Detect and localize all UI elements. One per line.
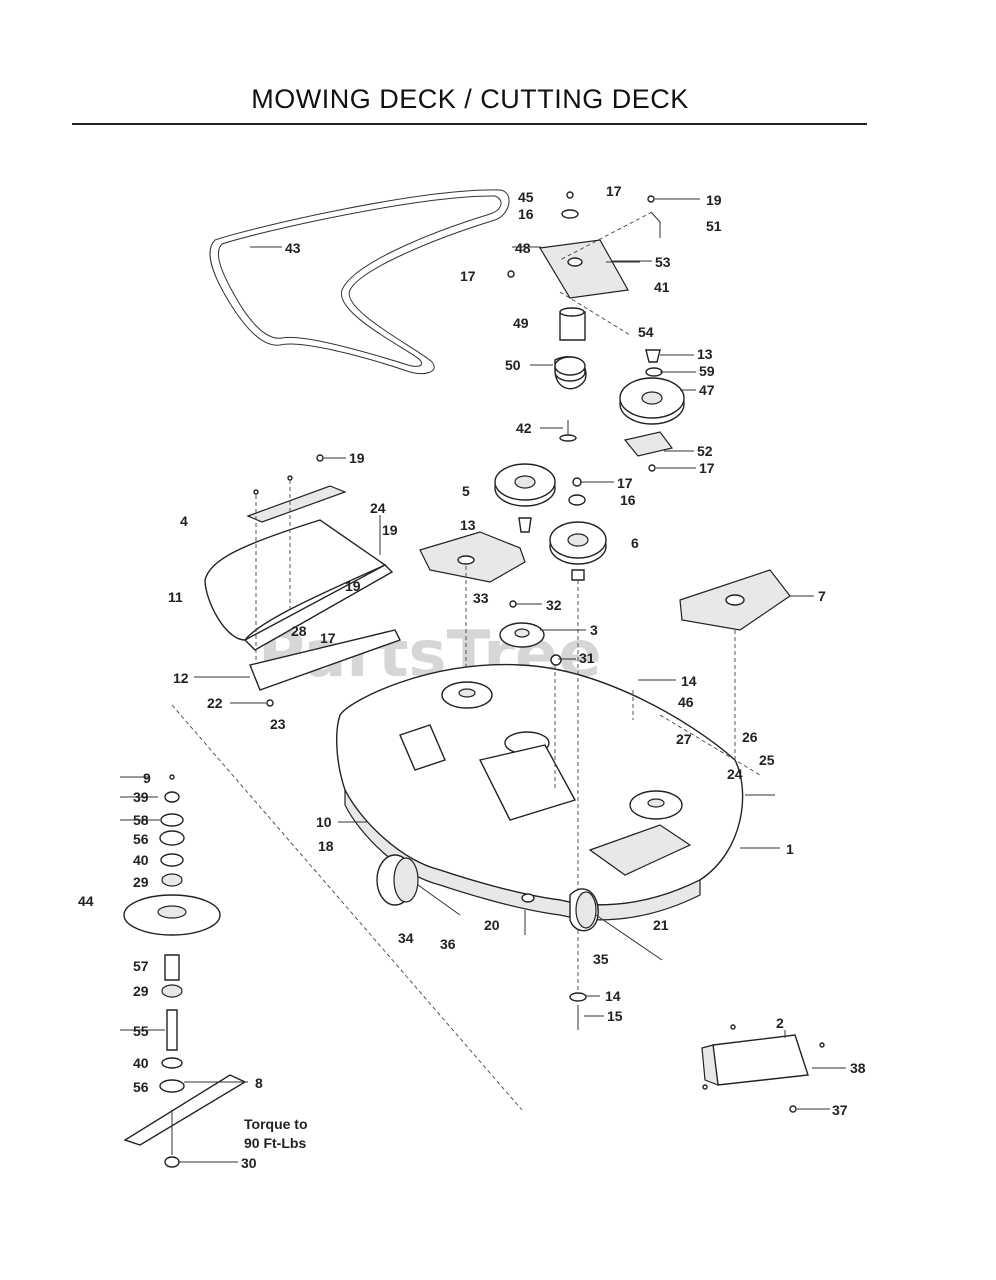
- callout-label: 25: [759, 752, 775, 768]
- callout-label: 1: [786, 841, 794, 857]
- callout-label: 57: [133, 958, 149, 974]
- callout-label: 18: [318, 838, 334, 854]
- callout-label: 59: [699, 363, 715, 379]
- callout-label: 42: [516, 420, 532, 436]
- callout-label: 22: [207, 695, 223, 711]
- callout-label: 19: [349, 450, 365, 466]
- drive-belt-drawing: [209, 189, 510, 375]
- callout-label: 28: [291, 623, 307, 639]
- callout-label: 24: [370, 500, 386, 516]
- callout-label: 43: [285, 240, 301, 256]
- callout-label: 58: [133, 812, 149, 828]
- callout-label: 14: [681, 673, 697, 689]
- callout-label: 14: [605, 988, 621, 1004]
- callout-label: 12: [173, 670, 189, 686]
- callout-label: 29: [133, 874, 149, 890]
- callout-label: 31: [579, 650, 595, 666]
- callout-label: 9: [143, 770, 151, 786]
- callout-label: 48: [515, 240, 531, 256]
- bracket-drawing: [701, 1024, 825, 1113]
- callout-label: 17: [699, 460, 715, 476]
- callout-label: 16: [620, 492, 636, 508]
- idler-assembly-drawing: [507, 191, 685, 472]
- callout-label: 40: [133, 852, 149, 868]
- callout-label: 45: [518, 189, 534, 205]
- callout-label: 37: [832, 1102, 848, 1118]
- callout-label: 10: [316, 814, 332, 830]
- callout-label: 34: [398, 930, 414, 946]
- page-title: MOWING DECK / CUTTING DECK: [251, 84, 689, 114]
- belt-shields-drawing: [204, 454, 791, 760]
- callout-label: 44: [78, 893, 94, 909]
- callout-label: 40: [133, 1055, 149, 1071]
- callout-label: 19: [382, 522, 398, 538]
- callout-label: 56: [133, 1079, 149, 1095]
- pulleys-drawing: [494, 463, 607, 666]
- callout-label: 53: [655, 254, 671, 270]
- callout-label: 13: [460, 517, 476, 533]
- callout-label: 2: [776, 1015, 784, 1031]
- callout-label: 15: [607, 1008, 623, 1024]
- callout-label: 29: [133, 983, 149, 999]
- callout-label: 16: [518, 206, 534, 222]
- callout-label: 49: [513, 315, 529, 331]
- callout-label: 35: [593, 951, 609, 967]
- callout-label: 47: [699, 382, 715, 398]
- callout-label: 13: [697, 346, 713, 362]
- callout-label: 24: [727, 766, 743, 782]
- callout-label: 11: [168, 589, 183, 605]
- callout-label: 7: [818, 588, 826, 604]
- callout-label: 30: [241, 1155, 257, 1171]
- callout-label: 39: [133, 789, 149, 805]
- callout-label: 52: [697, 443, 713, 459]
- callout-labels: 45 16 17 19 51 43 48 53 17 41 49 54 13 5…: [78, 183, 866, 1171]
- torque-note-line-1: Torque to: [244, 1116, 308, 1132]
- callout-label: 27: [676, 731, 692, 747]
- callout-label: 19: [345, 578, 361, 594]
- callout-label: 54: [638, 324, 654, 340]
- callout-label: 50: [505, 357, 521, 373]
- callout-label: 36: [440, 936, 456, 952]
- torque-note-line-2: 90 Ft-Lbs: [244, 1135, 306, 1151]
- callout-label: 26: [742, 729, 758, 745]
- leader-lines: [120, 198, 846, 1163]
- callout-label: 46: [678, 694, 694, 710]
- callout-label: 33: [473, 590, 489, 606]
- callout-label: 20: [484, 917, 500, 933]
- mower-deck-drawing: [336, 580, 761, 990]
- callout-label: 4: [180, 513, 188, 529]
- torque-note: Torque to 90 Ft-Lbs: [244, 1116, 308, 1151]
- callout-label: 8: [255, 1075, 263, 1091]
- callout-label: 19: [706, 192, 722, 208]
- callout-label: 3: [590, 622, 598, 638]
- gauge-wheels-drawing: [376, 854, 663, 1030]
- title-rule: [72, 123, 867, 125]
- callout-label: 51: [706, 218, 722, 234]
- callout-label: 23: [270, 716, 286, 732]
- callout-label: 32: [546, 597, 562, 613]
- callout-label: 55: [133, 1023, 149, 1039]
- callout-label: 17: [460, 268, 476, 284]
- callout-label: 41: [654, 279, 670, 295]
- callout-label: 21: [653, 917, 669, 933]
- callout-label: 17: [606, 183, 622, 199]
- callout-label: 56: [133, 831, 149, 847]
- callout-label: 38: [850, 1060, 866, 1076]
- callout-label: 17: [617, 475, 633, 491]
- callout-label: 6: [631, 535, 639, 551]
- callout-label: 5: [462, 483, 470, 499]
- callout-label: 17: [320, 630, 336, 646]
